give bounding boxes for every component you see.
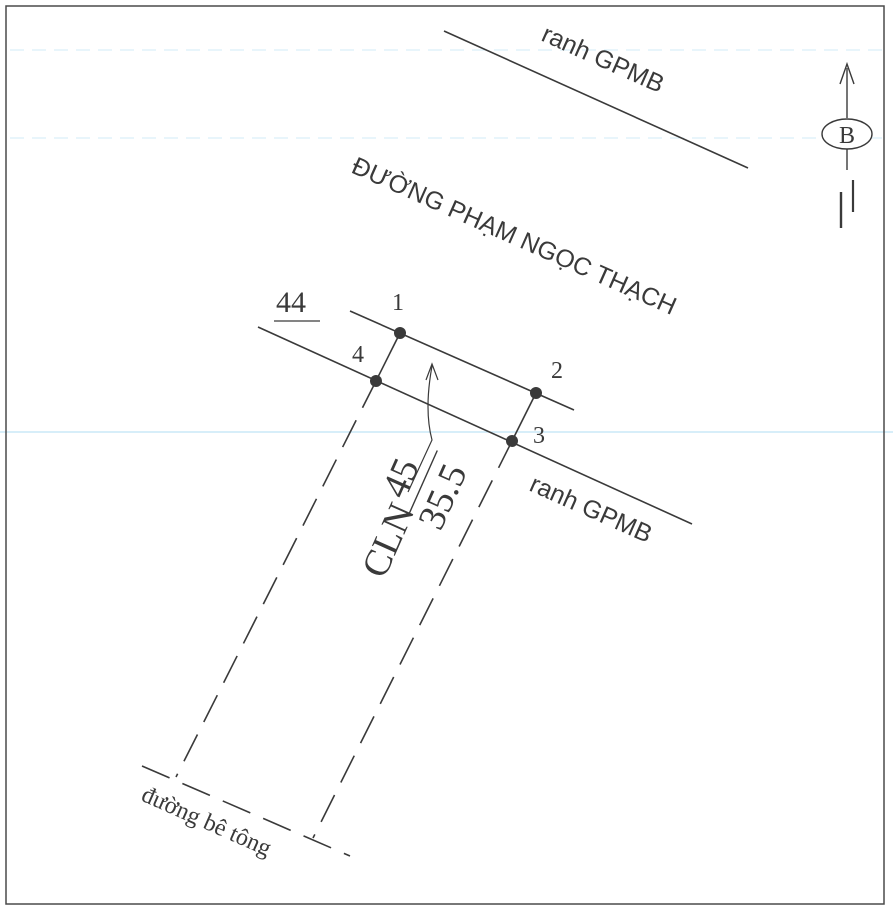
point-marker-2 bbox=[530, 387, 542, 399]
dashed-parcel-line-left bbox=[175, 380, 377, 778]
point-marker-3 bbox=[506, 435, 518, 447]
map-frame bbox=[5, 5, 885, 905]
point-label-3: 3 bbox=[533, 423, 545, 449]
point-label-2: 2 bbox=[551, 358, 563, 384]
neighbor-parcel-number: 44 bbox=[276, 286, 306, 319]
north-letter: B bbox=[839, 123, 855, 149]
boundary-line-bottom bbox=[257, 326, 693, 525]
north-arrow-icon bbox=[821, 61, 873, 228]
leader-arrow-head-icon bbox=[425, 362, 439, 381]
annotation-leader-arrow bbox=[407, 365, 433, 493]
point-label-4: 4 bbox=[352, 342, 364, 368]
point-marker-4 bbox=[370, 375, 382, 387]
parcel-edge-1-4 bbox=[375, 332, 401, 382]
point-label-1: 1 bbox=[392, 290, 404, 316]
dashed-parcel-line-right bbox=[312, 440, 513, 839]
parcel-edge-2-3 bbox=[511, 392, 537, 442]
point-marker-1 bbox=[394, 327, 406, 339]
boundary-line-top bbox=[443, 30, 749, 169]
parcel-fraction-bar bbox=[408, 450, 438, 515]
concrete-road-line bbox=[141, 765, 351, 857]
